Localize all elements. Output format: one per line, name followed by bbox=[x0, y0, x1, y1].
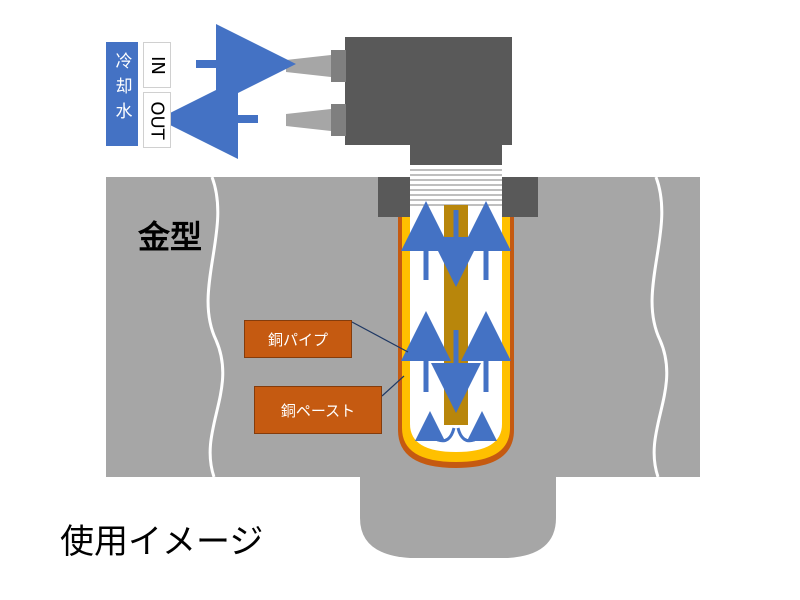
copper-paste-callout: 銅ペースト bbox=[254, 386, 382, 434]
mold-label: 金型 bbox=[138, 218, 203, 256]
leader-copper-pipe bbox=[351, 321, 409, 353]
break-line-right bbox=[650, 176, 669, 478]
outlet-text: OUT bbox=[146, 100, 168, 140]
cooling-water-label: 冷却水 bbox=[106, 42, 138, 146]
flow-arrows bbox=[158, 24, 511, 443]
return-flow-arrow bbox=[415, 411, 456, 443]
outlet-label: OUT bbox=[143, 92, 171, 148]
cooling-water-text: 冷却水 bbox=[111, 52, 132, 127]
copper-pipe-callout: 銅パイプ bbox=[244, 320, 352, 358]
leader-copper-paste bbox=[381, 375, 405, 397]
caption: 使用イメージ bbox=[60, 522, 264, 562]
inlet-text: IN bbox=[146, 55, 168, 75]
return-flow-arrow bbox=[456, 411, 497, 443]
inlet-label: IN bbox=[143, 42, 171, 88]
break-line-left bbox=[206, 176, 225, 478]
